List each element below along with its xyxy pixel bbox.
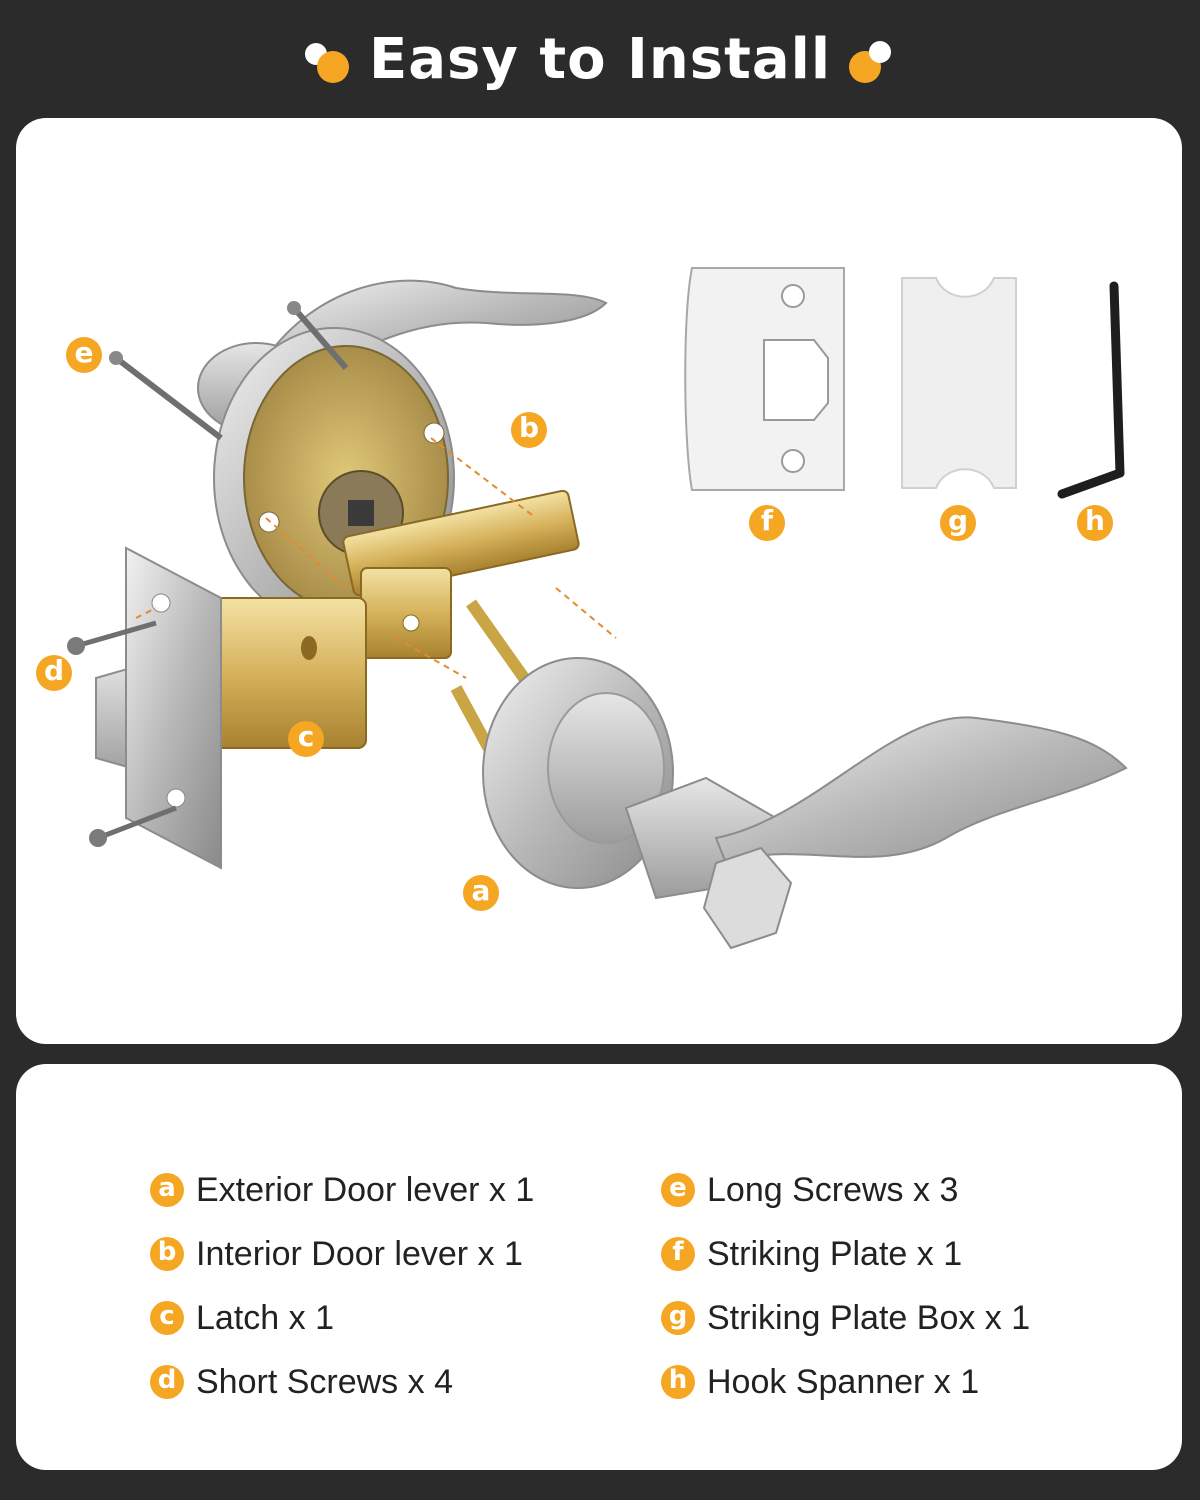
badge-d: d [150,1365,184,1399]
badge-c: c [150,1301,184,1335]
badge-a: a [150,1173,184,1207]
part-label: Latch x 1 [196,1298,334,1337]
callout-b: b [511,412,547,448]
exploded-view-panel: e b d c a f g h [16,118,1182,1044]
parts-list-left: a Exterior Door lever x 1 b Interior Doo… [150,1158,534,1414]
part-label: Exterior Door lever x 1 [196,1170,535,1209]
lockset-exploded-illustration [67,267,1128,950]
part-label: Striking Plate x 1 [707,1234,963,1273]
header: Easy to Install [0,0,1200,118]
parts-list-panel: a Exterior Door lever x 1 b Interior Doo… [16,1064,1182,1470]
decorative-dots-right [845,33,897,85]
parts-list-right: e Long Screws x 3 f Striking Plate x 1 g… [661,1158,1030,1414]
callout-e: e [66,337,102,373]
list-item: c Latch x 1 [150,1286,534,1350]
page-title: Easy to Install [368,26,832,92]
badge-g: g [661,1301,695,1335]
list-item: d Short Screws x 4 [150,1350,534,1414]
callout-d: d [36,655,72,691]
list-item: a Exterior Door lever x 1 [150,1158,534,1222]
part-label: Short Screws x 4 [196,1362,453,1401]
decorative-dots-left [303,33,355,85]
callout-h: h [1077,505,1113,541]
badge-f: f [661,1237,695,1271]
badge-h: h [661,1365,695,1399]
list-item: h Hook Spanner x 1 [661,1350,1030,1414]
callout-g: g [940,505,976,541]
list-item: f Striking Plate x 1 [661,1222,1030,1286]
callout-c: c [288,721,324,757]
part-label: Interior Door lever x 1 [196,1234,523,1273]
list-item: g Striking Plate Box x 1 [661,1286,1030,1350]
part-label: Hook Spanner x 1 [707,1362,980,1401]
part-label: Striking Plate Box x 1 [707,1298,1031,1337]
list-item: b Interior Door lever x 1 [150,1222,534,1286]
list-item: e Long Screws x 3 [661,1158,1030,1222]
callout-a: a [463,875,499,911]
badge-e: e [661,1173,695,1207]
callout-f: f [749,505,785,541]
part-label: Long Screws x 3 [707,1170,959,1209]
badge-b: b [150,1237,184,1271]
